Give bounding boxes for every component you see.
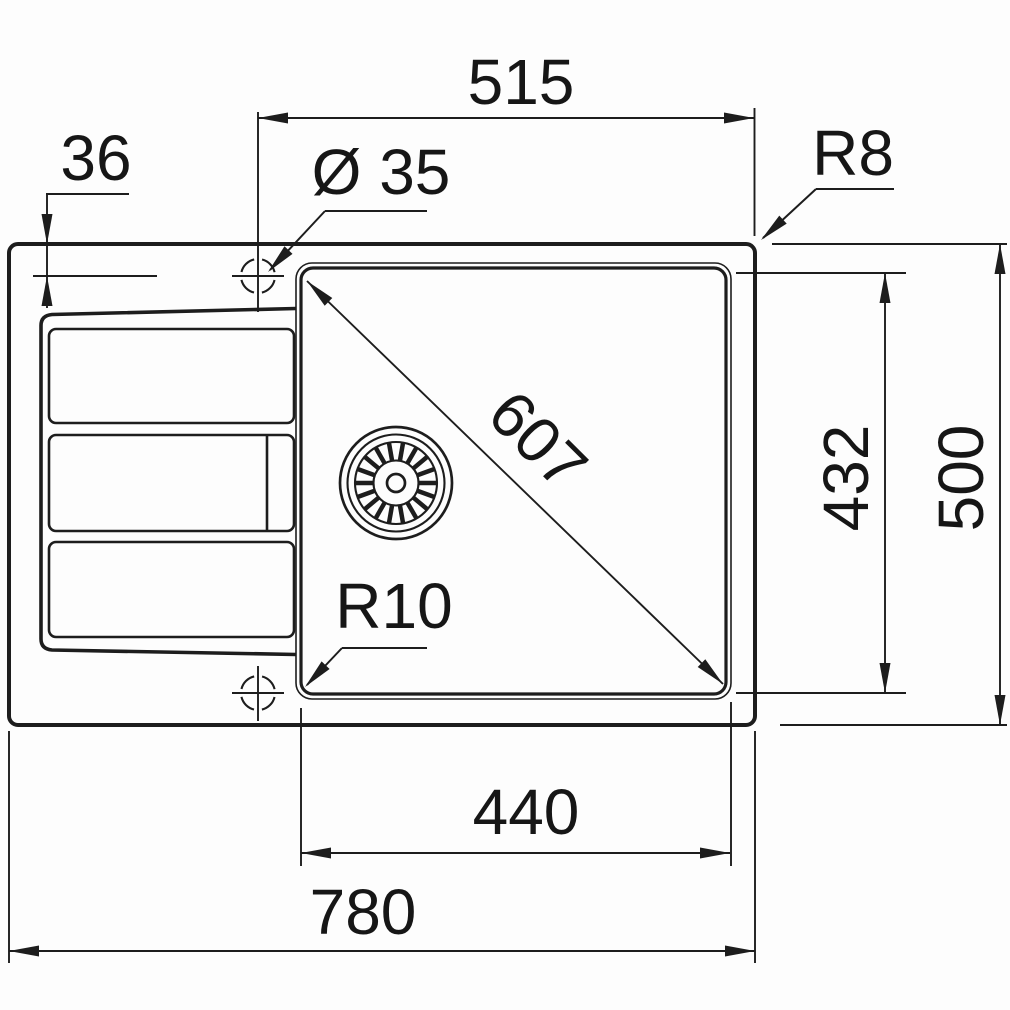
dim-label-36: 36 <box>60 122 131 194</box>
drain-spoke <box>386 442 395 461</box>
arrowhead-left <box>9 945 39 957</box>
dim-515: 515 <box>258 46 756 236</box>
drain-spoke <box>373 446 387 465</box>
drain-spoke <box>357 488 376 500</box>
sink-outer-rim <box>7 242 757 727</box>
drain-spoke <box>405 446 419 465</box>
drain-spoke <box>357 466 376 478</box>
drain-spoke <box>412 455 429 470</box>
arrowhead-right <box>725 945 755 957</box>
faucet-hole-top <box>33 112 284 312</box>
drain-spoke <box>405 501 419 520</box>
arrowhead-right <box>700 847 730 859</box>
arrowhead-left <box>301 847 331 859</box>
dim-dia-35: Ø 35 <box>268 136 450 272</box>
arrowhead-up <box>41 276 53 306</box>
arrowhead-topleft <box>307 281 333 306</box>
dim-label-780: 780 <box>310 876 417 948</box>
dim-label-r10: R10 <box>335 570 452 642</box>
drainboard-rib-middle <box>47 433 296 533</box>
arrowhead-bottomright <box>697 659 723 684</box>
bowl-inner-edge <box>299 266 728 696</box>
sink-outline <box>7 242 757 727</box>
arrowhead-left <box>258 112 288 124</box>
dim-500: 500 <box>772 243 1007 726</box>
dim-label-500: 500 <box>925 425 997 532</box>
arrowhead-down <box>994 695 1006 725</box>
dim-r8: R8 <box>761 117 894 240</box>
dim-label-440: 440 <box>473 776 580 848</box>
drain-spoke <box>416 466 435 478</box>
drain-spoke <box>373 501 387 520</box>
arrowhead-up <box>879 273 891 303</box>
bowl-outer-edge <box>295 262 732 700</box>
drain-spoke <box>363 455 380 470</box>
dim-432: 432 <box>736 272 906 694</box>
dim-r10: R10 <box>305 570 453 687</box>
drainboard-rib-top <box>47 327 296 425</box>
drain-spoke <box>416 488 435 500</box>
drain-spoke-ring-outer <box>353 440 439 526</box>
arrowhead <box>305 661 330 687</box>
drainboard <box>39 306 297 657</box>
dim-label-607: 607 <box>475 377 601 503</box>
drain-spoke <box>412 496 429 511</box>
drain-outer-ring <box>338 425 454 541</box>
bowl <box>295 262 732 700</box>
arrowhead-right <box>724 112 754 124</box>
drain-spoke <box>397 442 406 461</box>
drain-strainer <box>338 425 454 541</box>
drain-spoke <box>397 505 406 524</box>
drainboard-rib-bottom <box>47 540 296 639</box>
dim-label-515: 515 <box>468 46 575 118</box>
drain-center-hole <box>385 472 407 494</box>
drain-spoke-ring-inner <box>372 459 420 507</box>
arrowhead <box>268 246 293 272</box>
arrowhead-down <box>879 663 891 693</box>
arrowhead-up <box>994 244 1006 274</box>
arrowhead <box>761 215 787 240</box>
drain-spokes <box>355 442 437 524</box>
drain-middle-ring <box>346 433 446 533</box>
dimension-line <box>306 280 724 685</box>
dim-440: 440 <box>300 702 732 866</box>
dim-label-dia-35: Ø 35 <box>312 136 451 208</box>
dim-label-432: 432 <box>810 425 882 532</box>
drainboard-tray-outline <box>39 306 297 657</box>
faucet-hole-bottom <box>232 666 284 721</box>
dim-label-r8: R8 <box>812 117 894 189</box>
drain-spoke <box>363 496 380 511</box>
dim-780: 780 <box>8 731 756 963</box>
arrowhead-down <box>41 214 53 244</box>
dim-36: 36 <box>41 122 132 308</box>
drain-spoke <box>386 505 395 524</box>
